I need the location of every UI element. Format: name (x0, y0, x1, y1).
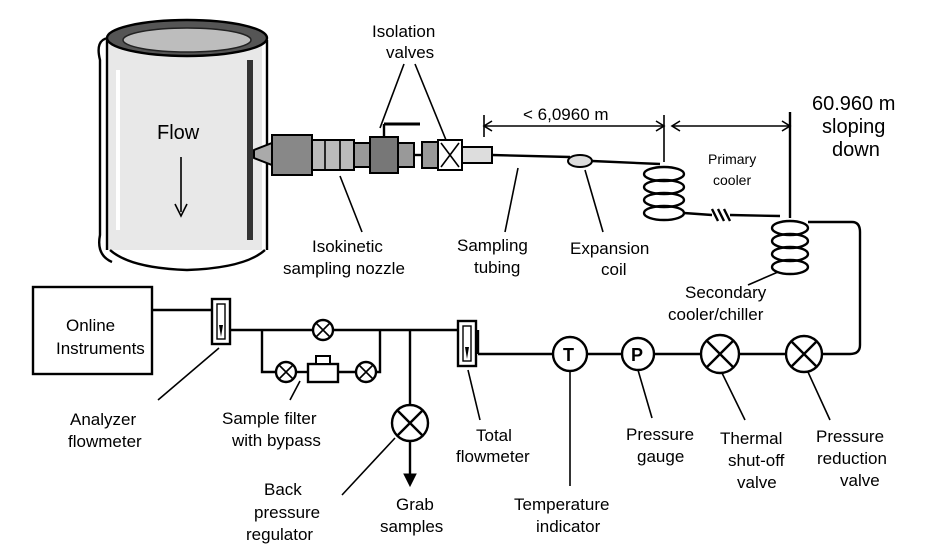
sampling-distance-dimension (482, 115, 666, 162)
isolation-valves-label-line2: valves (386, 43, 434, 62)
expansion-coil-label-line1: Expansion (570, 239, 649, 258)
secondary-cooler-leader (747, 271, 779, 286)
secondary-cooler-label-line2: cooler/chiller (668, 305, 764, 324)
pressure-gauge-label-line2: gauge (637, 447, 684, 466)
flow-label: Flow (157, 122, 200, 144)
sample-filter-label-line1: Sample filter (222, 409, 317, 428)
pressure-gauge (620, 336, 656, 419)
isokinetic-nozzle-label-line2: sampling nozzle (283, 259, 405, 278)
grab-samples-label-line2: samples (380, 517, 443, 536)
total-flowmeter-label-line2: flowmeter (456, 447, 530, 466)
sampling-tubing-label-line2: tubing (474, 258, 520, 277)
isolation-valve-2 (421, 139, 493, 171)
flow-arrow (174, 157, 188, 218)
sampling-tubing (491, 153, 571, 159)
expansion-coil-label-line2: coil (601, 260, 627, 279)
primary-cooler-coil (642, 165, 713, 222)
line-break-symbol (710, 208, 781, 222)
temperature-symbol: T (563, 345, 574, 365)
isolation-valves-label-line1: Isolation (372, 22, 435, 41)
sloping-distance-label-line1: 60.960 m (812, 93, 895, 115)
grab-samples-label-line1: Grab (396, 495, 434, 514)
back-pressure-leader (341, 437, 396, 496)
thermal-shutoff-valve (699, 333, 746, 421)
sloping-distance-dimension (670, 112, 792, 218)
sampling-distance-label: < 6,0960 m (523, 105, 609, 124)
pressure-symbol: P (631, 345, 643, 365)
back-pressure-label-line3: regulator (246, 525, 313, 544)
isolation-valve-1 (353, 122, 422, 174)
sample-filter-leader (289, 380, 301, 401)
thermal-shutoff-label-line2: shut-off (728, 451, 785, 470)
pressure-reduction-label-line1: Pressure (816, 427, 884, 446)
expansion-coil-leader (584, 169, 604, 233)
analyzer-flowmeter-leader (157, 347, 220, 401)
total-flowmeter-label-line1: Total (476, 426, 512, 445)
tubing-to-primary-cooler (591, 159, 661, 166)
isokinetic-sampling-nozzle (253, 134, 355, 176)
total-flowmeter-leader (467, 369, 481, 421)
primary-cooler-label-line2: cooler (713, 172, 751, 188)
sampling-tubing-label-line1: Sampling (457, 236, 528, 255)
sloping-distance-label-line2: sloping (822, 116, 885, 138)
process-pipe (97, 18, 269, 272)
online-instruments-box (31, 285, 154, 376)
analyzer-flowmeter (210, 297, 232, 346)
sample-filter-bypass (260, 318, 382, 384)
expansion-coil (567, 154, 593, 168)
tubing-leader (504, 167, 519, 233)
temperature-indicator-label-line2: indicator (536, 517, 601, 536)
primary-cooler-label-line1: Primary (708, 151, 756, 167)
temperature-indicator-label-line1: Temperature (514, 495, 609, 514)
nozzle-leader (339, 175, 363, 233)
temperature-indicator (551, 335, 589, 486)
analyzer-flowmeter-label-line1: Analyzer (70, 410, 136, 429)
analyzer-flowmeter-label-line2: flowmeter (68, 432, 142, 451)
pressure-reduction-valve (784, 334, 831, 421)
isolation-valves-leader-2 (414, 63, 447, 141)
pressure-reduction-label-line2: reduction (817, 449, 887, 468)
pressure-reduction-label-line3: valve (840, 471, 880, 490)
secondary-cooler-label-line1: Secondary (685, 283, 767, 302)
secondary-cooler-coil (770, 219, 862, 356)
pressure-gauge-label-line1: Pressure (626, 425, 694, 444)
thermal-shutoff-label-line1: Thermal (720, 429, 782, 448)
sloping-distance-label-line3: down (832, 139, 880, 161)
online-instruments-label-line1: Online (66, 316, 115, 335)
online-instruments-label-line2: Instruments (56, 339, 145, 358)
back-pressure-label-line2: pressure (254, 503, 320, 522)
back-pressure-regulator (390, 330, 430, 488)
thermal-shutoff-label-line3: valve (737, 473, 777, 492)
isolation-valves-leader-1 (379, 63, 405, 129)
sample-filter-label-line2: with bypass (231, 431, 321, 450)
back-pressure-label-line1: Back (264, 480, 302, 499)
total-flowmeter (456, 319, 478, 368)
isokinetic-nozzle-label-line1: Isokinetic (312, 237, 383, 256)
